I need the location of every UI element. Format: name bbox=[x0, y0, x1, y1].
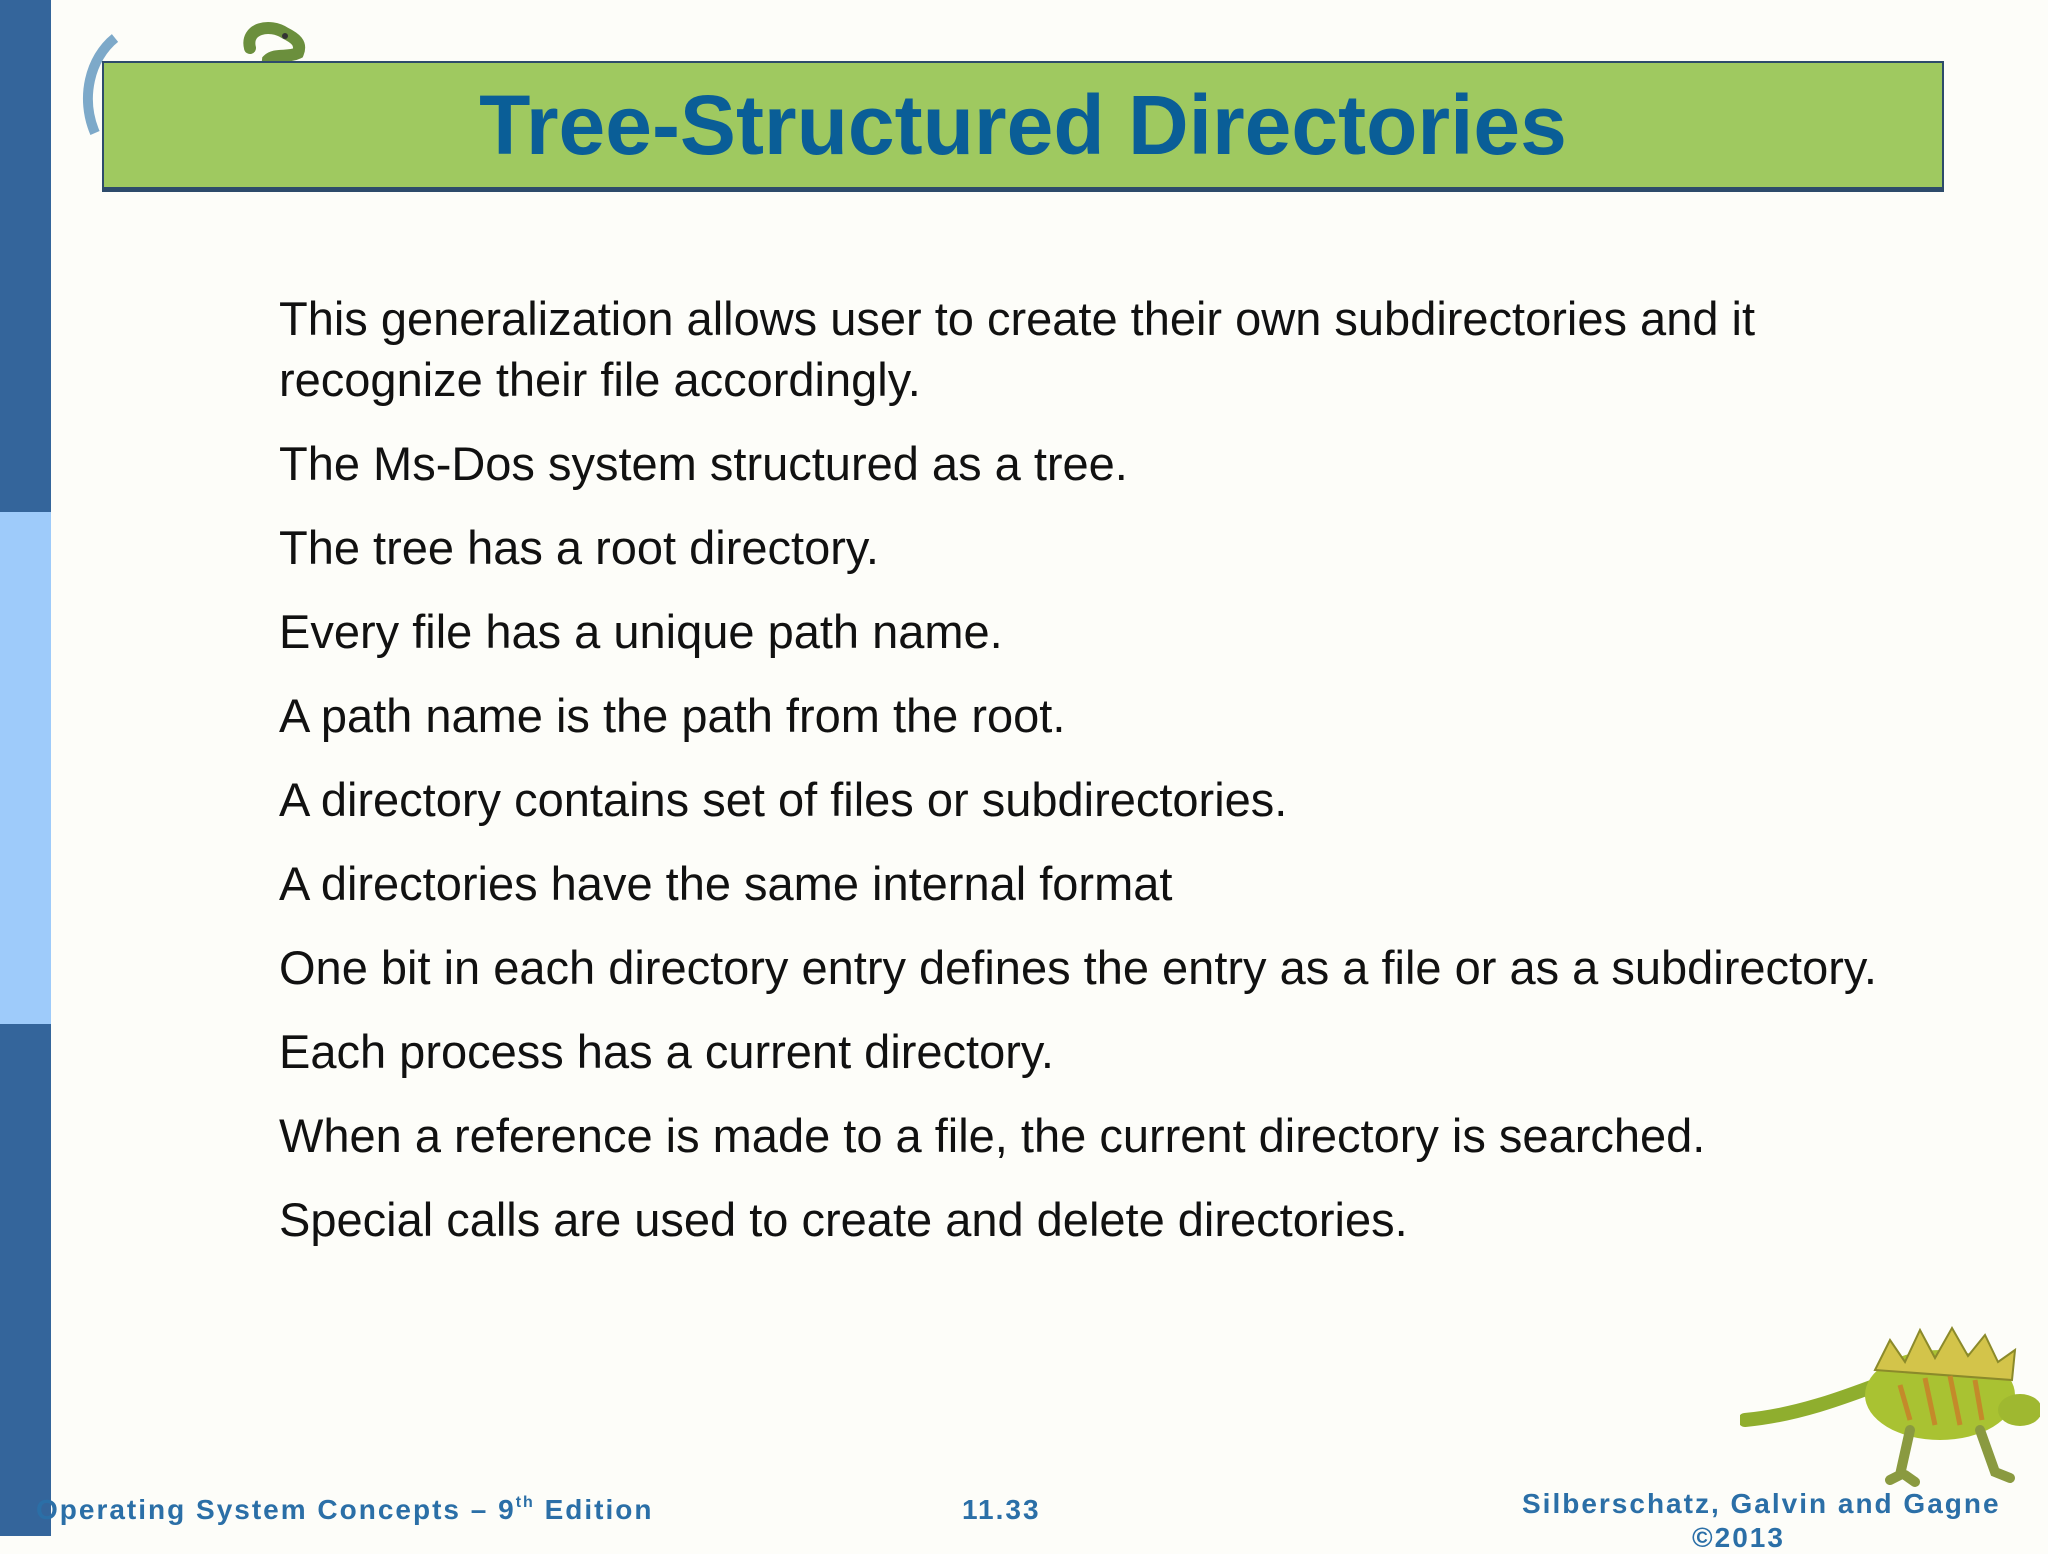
title-banner: Tree-Structured Directories bbox=[102, 61, 1944, 189]
slide-title: Tree-Structured Directories bbox=[479, 77, 1567, 172]
footer-book-prefix: Operating System Concepts – 9 bbox=[36, 1494, 516, 1525]
bullet-item: One bit in each directory entry defines … bbox=[279, 941, 1877, 994]
bullet-item: The Ms-Dos system structured as a tree. bbox=[279, 437, 1128, 490]
footer-authors: Silberschatz, Galvin and Gagne bbox=[1522, 1488, 2001, 1519]
bullet-item: The tree has a root directory. bbox=[279, 521, 879, 574]
bullet-item: Every file has a unique path name. bbox=[279, 605, 1003, 658]
bullet-list: This generalization allows user to creat… bbox=[279, 288, 1919, 1273]
footer-book-suffix: Edition bbox=[534, 1494, 654, 1525]
left-color-strip bbox=[0, 0, 51, 1536]
strip-top-segment bbox=[0, 0, 51, 512]
footer-book-title: Operating System Concepts – 9th Edition bbox=[36, 1494, 653, 1526]
footer-page-number: 11.33 bbox=[962, 1494, 1041, 1525]
bullet-item: This generalization allows user to creat… bbox=[279, 292, 1756, 406]
strip-bottom-segment bbox=[0, 1024, 51, 1536]
bullet-item: Special calls are used to create and del… bbox=[279, 1193, 1408, 1246]
footer-copyright: ©2013 bbox=[1692, 1522, 1785, 1553]
bullet-item: A path name is the path from the root. bbox=[279, 689, 1066, 742]
bullet-item: A directory contains set of files or sub… bbox=[279, 773, 1288, 826]
bullet-item: Each process has a current directory. bbox=[279, 1025, 1054, 1078]
dinosaur-bottom-icon bbox=[1740, 1325, 2040, 1487]
bullet-item: When a reference is made to a file, the … bbox=[279, 1109, 1706, 1162]
dinosaur-top-icon bbox=[83, 22, 306, 135]
bullet-item: A directories have the same internal for… bbox=[279, 857, 1173, 910]
footer-book-sup: th bbox=[515, 1494, 535, 1511]
strip-middle-segment bbox=[0, 512, 51, 1024]
